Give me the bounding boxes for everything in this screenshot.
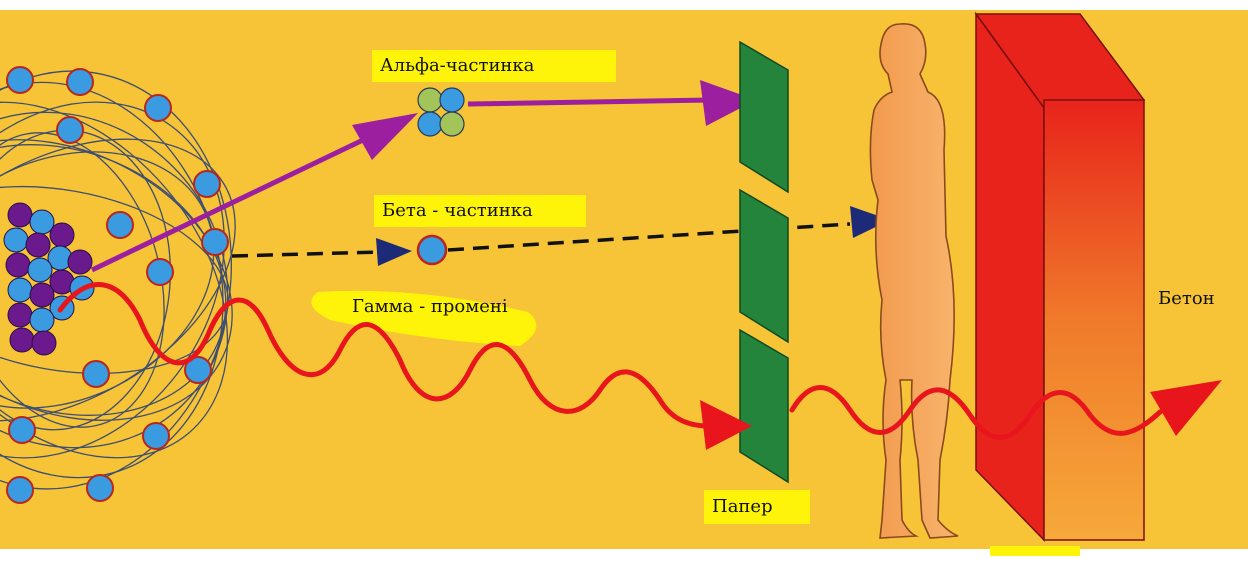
concrete-label: Бетон [1158, 288, 1215, 309]
border-top [0, 0, 1248, 10]
bottom-highlight-strip [990, 546, 1080, 556]
paper-label: Папер [704, 490, 810, 524]
concrete-block [976, 14, 1144, 540]
gamma-label: Гамма - промені [352, 296, 508, 317]
paper-sheets [740, 42, 788, 482]
concrete-front [976, 14, 1044, 540]
beta-particle [418, 236, 446, 264]
alpha-label: Альфа-частинка [372, 50, 616, 82]
concrete-side [1044, 100, 1144, 540]
beta-label: Бета - частинка [374, 195, 586, 227]
